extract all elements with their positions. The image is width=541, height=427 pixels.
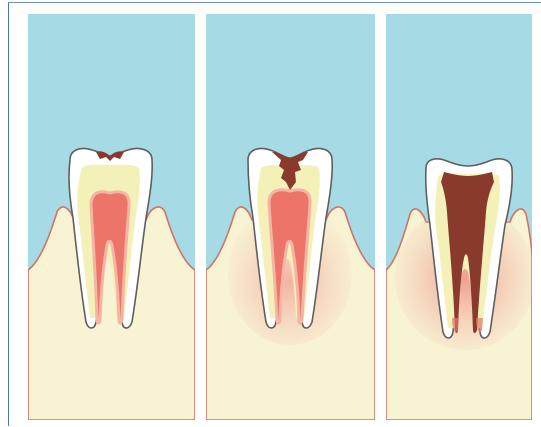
panel-gutter-2 xyxy=(375,14,386,420)
stage-3-panel xyxy=(386,14,535,420)
stage-1-panel xyxy=(28,14,195,420)
stage-2-panel xyxy=(206,14,375,420)
panel-gutter-1 xyxy=(195,14,206,420)
